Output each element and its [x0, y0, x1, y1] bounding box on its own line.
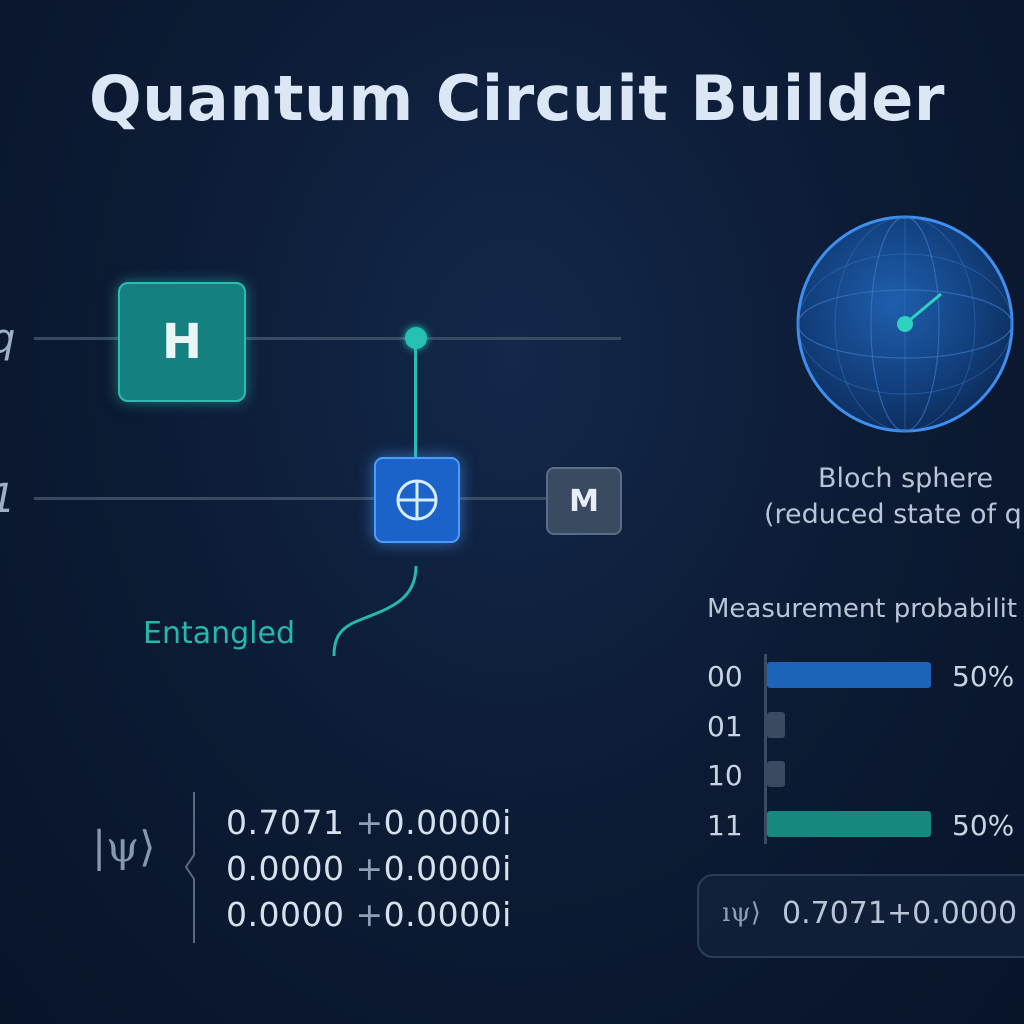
entangled-label: Entangled: [143, 616, 296, 651]
qubit-0-wire: [34, 337, 621, 340]
cnot-control-dot[interactable]: [405, 327, 427, 349]
outcome-label: 10: [707, 759, 743, 792]
amplitude-real: 0.0000: [226, 849, 345, 888]
probability-axis: [764, 654, 767, 844]
cnot-target-gate[interactable]: [374, 457, 460, 543]
cnot-control-line: [414, 340, 417, 460]
measurement-title: Measurement probabilit: [707, 594, 1018, 624]
measure-gate[interactable]: M: [546, 467, 622, 535]
outcome-label: 01: [707, 710, 743, 743]
probability-value: 50%: [952, 660, 1015, 693]
amplitude-imag: 0.0000i: [383, 895, 512, 934]
probability-bar: [767, 712, 785, 738]
page-title: Quantum Circuit Builder: [89, 62, 945, 135]
hadamard-gate[interactable]: H: [118, 282, 246, 402]
amplitude-real: 0.0000: [226, 895, 345, 934]
amplitude-sign: +: [355, 803, 384, 842]
bloch-caption-line2: (reduced state of q: [764, 499, 1022, 530]
probability-value: 50%: [952, 809, 1015, 842]
entangled-connector: [332, 565, 418, 657]
qubit-1-label: 1: [0, 476, 15, 522]
amplitude-row: 0.0000 +0.0000i: [226, 849, 512, 888]
state-readout-ket: ıψ⟩: [722, 898, 761, 928]
state-readout-box: [697, 874, 1024, 958]
xor-target-icon: [396, 479, 438, 521]
amplitude-row: 0.7071 +0.0000i: [226, 803, 512, 842]
state-readout-text: 0.7071+0.0000: [782, 896, 1018, 931]
amplitude-real: 0.7071: [226, 803, 345, 842]
outcome-label: 11: [707, 809, 743, 842]
amplitude-imag: 0.0000i: [383, 803, 512, 842]
qubit-1-wire: [34, 497, 546, 500]
probability-bar: [767, 811, 931, 837]
psi-ket: |ψ⟩: [92, 822, 156, 871]
amplitude-row: 0.0000 +0.0000i: [226, 895, 512, 934]
outcome-label: 00: [707, 660, 743, 693]
bloch-sphere[interactable]: [790, 212, 1024, 446]
probability-bar: [767, 662, 931, 688]
probability-bar: [767, 761, 785, 787]
amplitude-imag: 0.0000i: [383, 849, 512, 888]
qubit-0-label: q: [0, 316, 15, 362]
bloch-caption-line1: Bloch sphere: [818, 463, 994, 494]
amplitude-brace: [184, 792, 195, 943]
amplitude-sign: +: [355, 895, 384, 934]
amplitude-sign: +: [355, 849, 384, 888]
